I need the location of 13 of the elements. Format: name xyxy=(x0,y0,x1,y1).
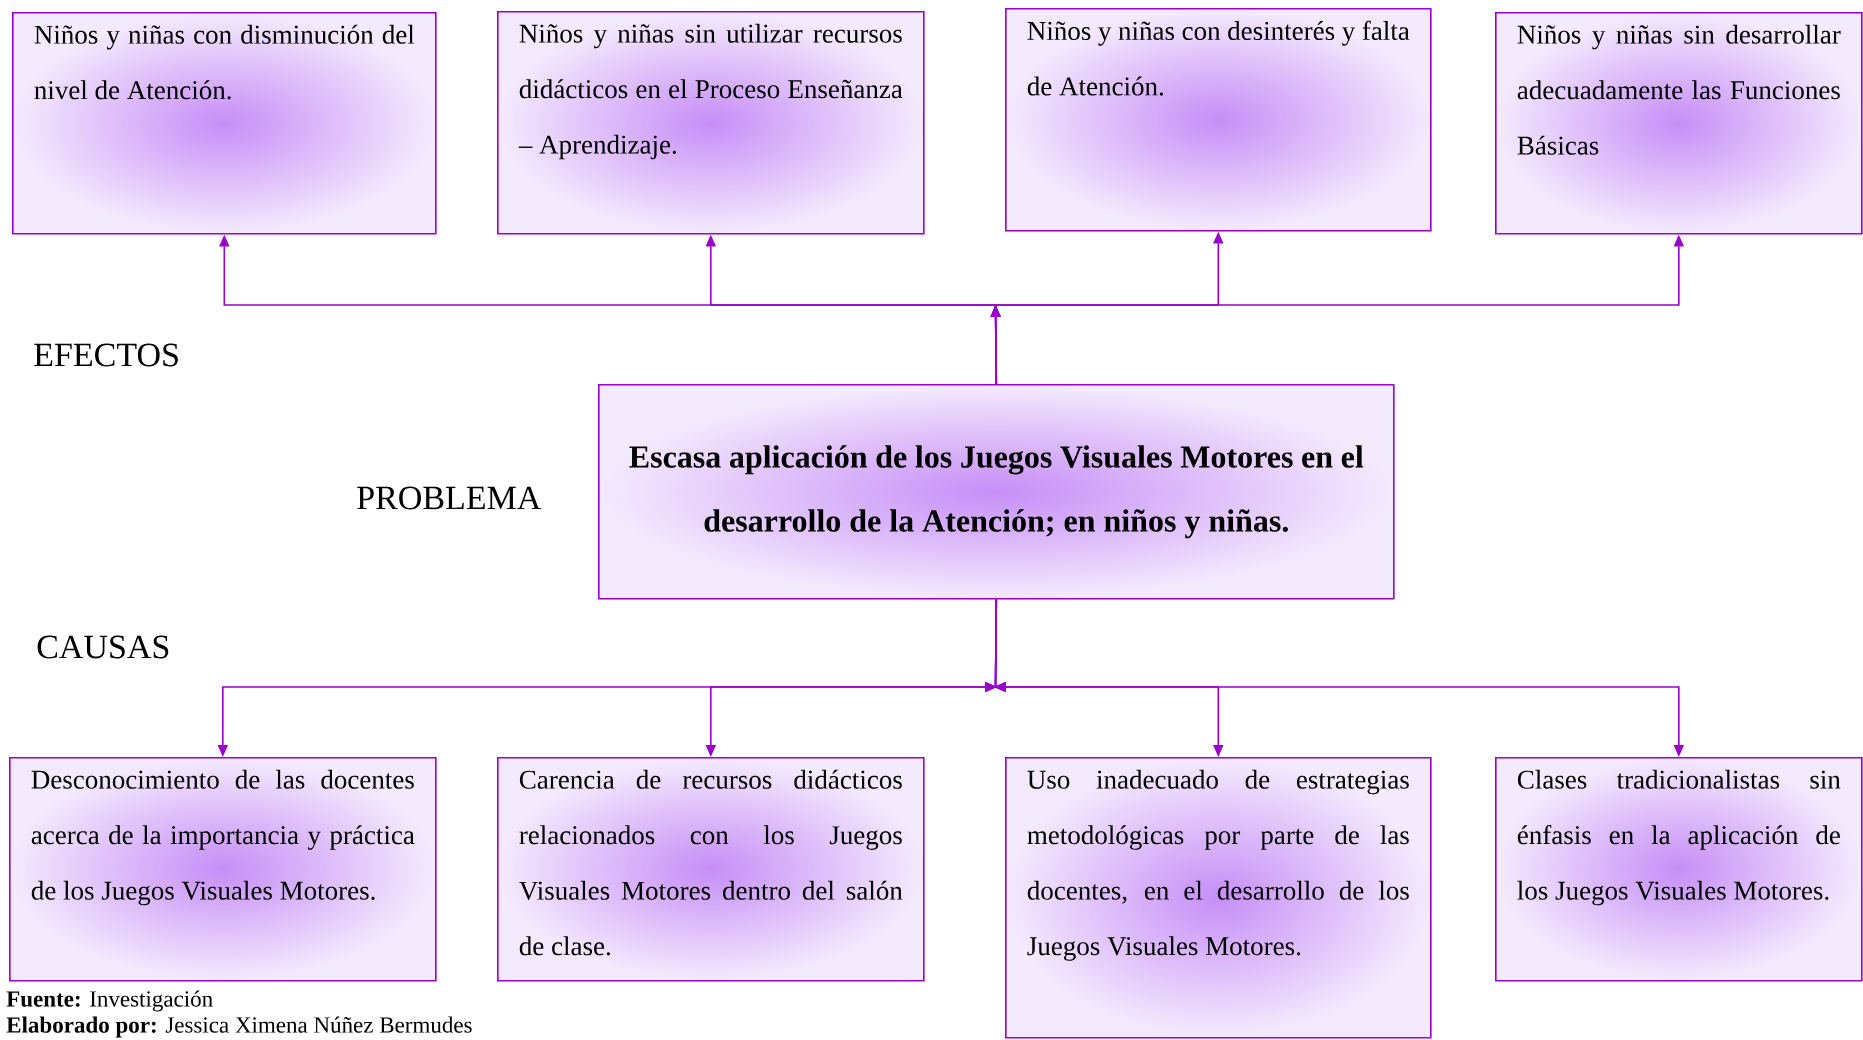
effect-box: Niños y niñas sin utilizar recursos didácticos en el Proceso Enseñanza – Aprendizaje. xyxy=(497,11,925,235)
effect-box: Niños y niñas con desinterés y falta de Atención. xyxy=(1005,8,1432,232)
author-note: Elaborado por: Jessica Ximena Núñez Bermudes xyxy=(6,1016,472,1038)
cause-box: Desconocimiento de las docentes acerca de la importancia y práctica de los Juegos Visuales Motores. xyxy=(9,757,437,982)
effect-box: Niños y niñas sin desarrollar adecuadamente las Funciones Básicas xyxy=(1495,12,1863,235)
cause-box: Carencia de recursos didácticos relacionados con los Juegos Visuales Motores dentro del salón de clase. xyxy=(497,757,925,982)
cause-box: Clases tradicionalistas sin énfasis en la aplicación de los Juegos Visuales Motores. xyxy=(1495,757,1863,982)
section-label: EFECTOS xyxy=(34,343,178,367)
section-label: PROBLEMA xyxy=(357,486,542,510)
effect-box: Niños y niñas con disminución del nivel de Atención. xyxy=(12,12,437,235)
section-label: CAUSAS xyxy=(37,635,169,659)
cause-box: Uso inadecuado de estrategias metodológicas por parte de las docentes, en el desarrollo de los Juegos Visuales Motores. xyxy=(1005,757,1432,1039)
problem-box: Escasa aplicación de los Juegos Visuales Motores en el desarrollo de la Atención; en niños y niñas. xyxy=(598,384,1395,600)
